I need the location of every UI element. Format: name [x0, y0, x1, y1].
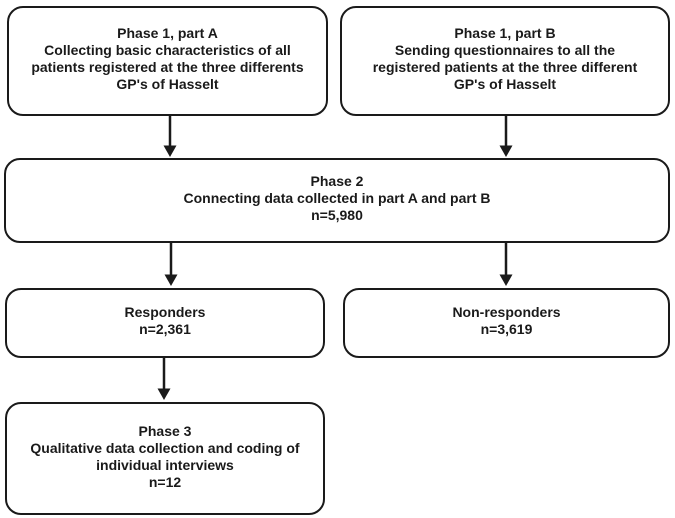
box-non-responders: Non-responders n=3,619 [343, 288, 670, 358]
arrow-phase1a-to-phase2 [163, 116, 177, 157]
box-non-responders-title: Non-responders [452, 304, 561, 320]
arrow-phase2-to-nonresponders [499, 243, 513, 286]
box-non-responders-count: n=3,619 [480, 321, 533, 337]
box-phase3: Phase 3 Qualitative data collection and … [5, 402, 325, 515]
box-phase3-count: n=12 [148, 473, 182, 490]
arrow-responders-to-phase3 [157, 358, 171, 400]
box-phase2-body: Connecting data collected in part A and … [183, 190, 491, 206]
box-phase1-part-a-title: Phase 1, part A [117, 25, 218, 41]
box-phase2: Phase 2 Connecting data collected in par… [4, 158, 670, 243]
box-phase3-title: Phase 3 [138, 422, 192, 439]
box-phase1-part-b-title: Phase 1, part B [454, 25, 556, 41]
box-responders: Responders n=2,361 [5, 288, 325, 358]
box-phase2-count: n=5,980 [311, 207, 363, 223]
box-responders-count: n=2,361 [139, 321, 191, 337]
box-phase1-part-b: Phase 1, part B Sending questionnaires t… [340, 6, 670, 116]
box-phase1-part-b-body: Sending questionnaires to all the regist… [372, 42, 638, 92]
box-phase3-body: Qualitative data collection and coding o… [30, 439, 300, 473]
box-phase1-part-a-body: Collecting basic characteristics of all … [31, 42, 304, 92]
box-phase1-part-a: Phase 1, part A Collecting basic charact… [7, 6, 328, 116]
arrow-phase1b-to-phase2 [499, 116, 513, 157]
box-responders-title: Responders [124, 304, 206, 320]
box-phase2-title: Phase 2 [310, 173, 364, 189]
arrow-phase2-to-responders [164, 243, 178, 286]
